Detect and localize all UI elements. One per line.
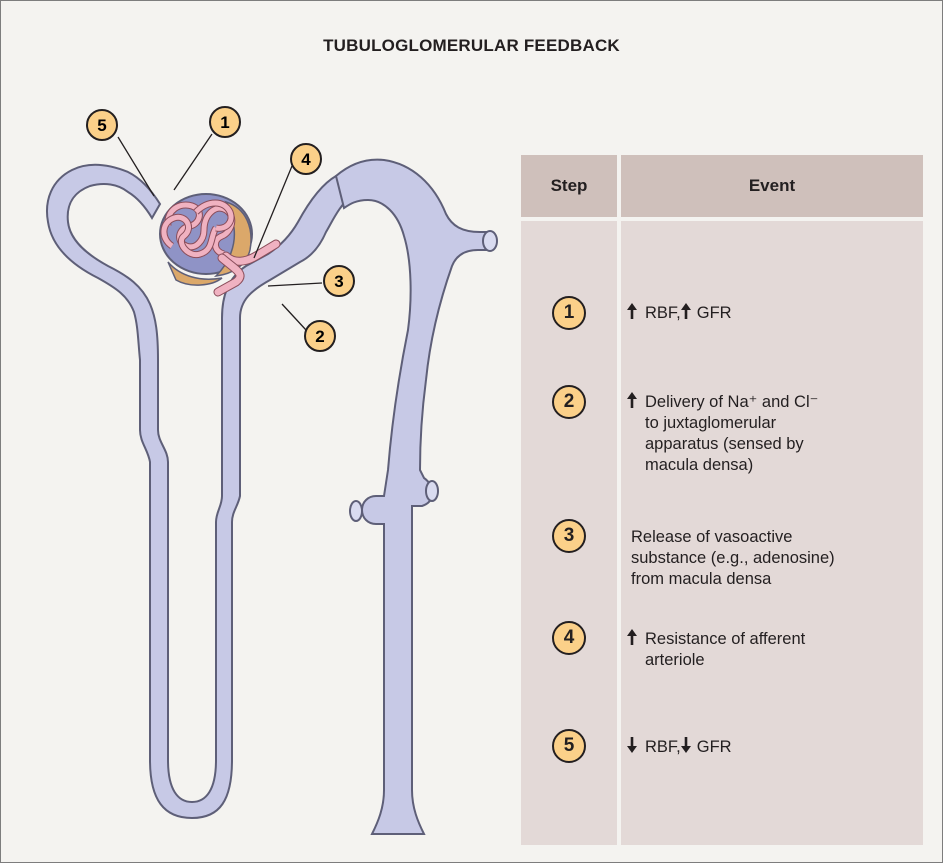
- event-1-part-a: RBF,: [645, 303, 681, 324]
- svg-text:1: 1: [220, 113, 229, 132]
- step-badge-3: 3: [552, 519, 586, 553]
- event-5-part-b: GFR: [697, 737, 732, 758]
- callout-5: 5: [87, 110, 117, 140]
- step-badge-4: 4: [552, 621, 586, 655]
- down-arrow-icon: [627, 737, 637, 753]
- callout-4: 4: [291, 144, 321, 174]
- step-badge-5: 5: [552, 729, 586, 763]
- table-body: 1 RBF, GFR 2 Delivery of Na⁺ and Cl⁻ to …: [521, 221, 923, 845]
- event-text-5: RBF, GFR: [627, 737, 917, 759]
- column-divider: [617, 221, 621, 845]
- steps-table: Step Event 1 RBF, GFR 2 Delivery of Na⁺ …: [521, 155, 923, 845]
- callout-1: 1: [210, 107, 240, 137]
- collecting-duct: [336, 160, 490, 834]
- table-header: Step Event: [521, 155, 923, 217]
- up-arrow-icon: [627, 392, 637, 408]
- event-text-3: Release of vasoactive substance (e.g., a…: [631, 527, 921, 590]
- duct-branch-left: [350, 501, 362, 521]
- callout-3: 3: [324, 266, 354, 296]
- collecting-duct-opening: [483, 231, 497, 251]
- event-1-part-b: GFR: [697, 303, 732, 324]
- event-5-part-a: RBF,: [645, 737, 681, 758]
- svg-text:2: 2: [315, 327, 324, 346]
- duct-branch-right: [426, 481, 438, 501]
- step-badge-1: 1: [552, 296, 586, 330]
- event-text-1: RBF, GFR: [627, 303, 917, 325]
- up-arrow-icon: [627, 629, 637, 645]
- header-step: Step: [521, 155, 617, 217]
- svg-text:3: 3: [334, 272, 343, 291]
- header-event: Event: [617, 155, 923, 217]
- svg-text:4: 4: [301, 150, 311, 169]
- up-arrow-icon: [627, 303, 637, 319]
- event-text-4: Resistance of afferent arteriole: [627, 629, 917, 671]
- callout-2: 2: [305, 321, 335, 351]
- up-arrow-icon: [681, 303, 691, 325]
- step-badge-2: 2: [552, 385, 586, 419]
- event-text-2: Delivery of Na⁺ and Cl⁻ to juxtaglomerul…: [627, 392, 917, 476]
- svg-text:5: 5: [97, 116, 106, 135]
- down-arrow-icon: [681, 737, 691, 759]
